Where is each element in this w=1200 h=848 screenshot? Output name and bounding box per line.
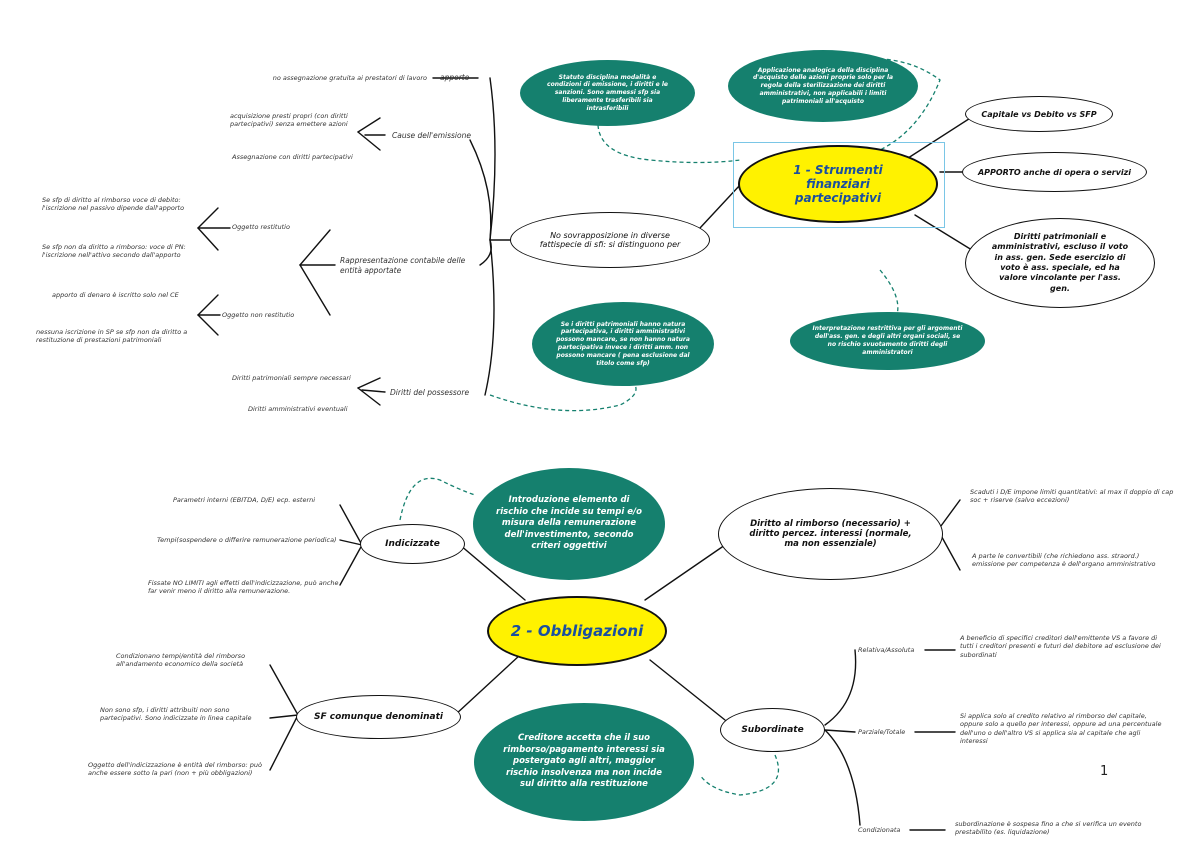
node-indicizzate[interactable]: Indicizzate: [360, 524, 465, 564]
leaf-non-sono: Non sono sfp, i diritti attribuiti non s…: [100, 706, 252, 723]
leaf-se-non-diritto: Se sfp non da diritto a rimborso: voce d…: [42, 243, 186, 260]
node-sf-comunque[interactable]: SF comunque denominati: [296, 695, 461, 739]
dashed-applicazione: [837, 57, 941, 151]
line-spine-apporto: [489, 77, 496, 241]
line-nonrest-b: [197, 314, 219, 336]
leaf-oggetto-indicizzazione: Oggetto dell'indicizzazione è entità del…: [88, 761, 263, 778]
line-rappr-b: [299, 264, 331, 316]
title-strumenti-finanziari[interactable]: 1 - Strumenti finanziari partecipativi: [738, 145, 938, 223]
line-restitutio-a: [197, 207, 219, 229]
node-subordinate[interactable]: Subordinate: [720, 708, 825, 752]
node-applicazione-analogica[interactable]: Applicazione analogica della disciplina …: [728, 50, 918, 122]
line-sub-spine2: [824, 729, 861, 826]
line-title2-sf: [454, 654, 521, 716]
dashed-statuto: [597, 124, 741, 164]
node-introduzione-rischio[interactable]: Introduzione elemento di rischio che inc…: [473, 468, 665, 580]
line-rappr-a: [299, 229, 331, 266]
leaf-relativa: A beneficio di specifici creditori dell'…: [960, 634, 1161, 659]
node-diritto-rimborso[interactable]: Diritto al rimborso (necessario) + dirit…: [718, 488, 943, 580]
branch-apporto: apporto: [440, 73, 470, 82]
dashed-introduzione: [399, 477, 476, 521]
leaf-tempi: Tempi(sospendere o differire remunerazio…: [157, 536, 337, 544]
branch-parziale-totale: Parziale/Totale: [858, 728, 906, 736]
leaf-assegnazione: Assegnazione con diritti partecipativi: [232, 153, 353, 161]
line-ind-b: [339, 539, 363, 546]
node-no-sovrapposizione[interactable]: No sovrapposizione in diverse fattispeci…: [510, 212, 710, 268]
leaf-nessuna-iscrizione: nessuna iscrizione in SP se sfp non da d…: [36, 328, 188, 345]
line-diritti-c: [361, 389, 386, 393]
line-cause-b: [357, 131, 381, 151]
line-restitutio-b: [197, 227, 219, 251]
leaf-a-parte: A parte le convertibili (che richiedono …: [972, 552, 1156, 569]
leaf-oggetto-non-restitutio: Oggetto non restitutio: [222, 311, 295, 319]
branch-diritti-possessore: Diritti del possessore: [390, 388, 470, 397]
line-spine-rappr: [479, 239, 492, 266]
leaf-scaduti: Scaduti i D/E impone limiti quantitativi…: [970, 488, 1174, 505]
leaf-fissate: Fissate NO LIMITI agli effetti dell'indi…: [148, 579, 339, 596]
title-strumenti-label: 1 - Strumenti finanziari partecipativi: [793, 163, 883, 205]
title-obbligazioni[interactable]: 2 - Obbligazioni: [487, 596, 667, 666]
node-apporto-opera[interactable]: APPORTO anche di opera o servizi: [962, 152, 1147, 192]
line-cause-a: [357, 117, 381, 133]
line-title2-subordinate: [649, 659, 726, 721]
line-spine-diritti: [484, 239, 495, 396]
line-sub-spine: [824, 649, 857, 726]
line-title2-indicizzate: [459, 544, 526, 601]
line-sf-c: [269, 714, 299, 771]
line-diritti-b: [357, 387, 381, 406]
line-dir-a: [937, 499, 961, 531]
leaf-oggetto-restitutio: Oggetto restitutio: [232, 223, 290, 231]
leaf-parziale: Si applica solo al credito relativo al r…: [960, 712, 1162, 746]
node-capitale-debito[interactable]: Capitale vs Debito vs SFP: [965, 96, 1113, 132]
leaf-parametri: Parametri interni (EBITDA, D/E) ecp. est…: [173, 496, 316, 504]
branch-relativa-assoluta: Relativa/Assoluta: [858, 646, 915, 654]
dashed-se-diritti: [489, 384, 637, 412]
leaf-se-sfp-debito: Se sfp di diritto al rimborso voce di de…: [42, 196, 185, 213]
leaf-apporto-denaro: apporto di denaro è iscritto solo nel CE: [52, 291, 179, 299]
leaf-no-assegnazione: no assegnazione gratuita ai prestatori d…: [272, 74, 427, 82]
line-sf-a: [269, 664, 299, 716]
node-se-diritti-patrimoniali[interactable]: Se i diritti patrimoniali hanno natura p…: [532, 302, 714, 386]
line-spine-cause: [469, 139, 492, 241]
line-ind-a: [339, 504, 363, 546]
node-statuto[interactable]: Statuto disciplina modalità e condizioni…: [520, 60, 695, 126]
branch-rappresentazione: Rappresentazione contabile delle entità …: [340, 256, 466, 275]
page-number: 1: [1100, 764, 1109, 779]
line-sf-b: [269, 714, 299, 719]
branch-cause-emissione: Cause dell'emissione: [392, 131, 471, 140]
leaf-condizionano: Condizionano tempi/entità del rimborso a…: [116, 652, 246, 669]
leaf-acquisizione: acquisizione presti propri (con diritti …: [230, 112, 348, 129]
node-interpretazione-restrittiva[interactable]: Interpretazione restrittiva per gli argo…: [790, 312, 985, 370]
node-creditore-accetta[interactable]: Creditore accetta che il suo rimborso/pa…: [474, 703, 694, 821]
branch-condizionata: Condizionata: [858, 826, 901, 834]
line-nonrest-a: [197, 294, 219, 316]
line-diritti-a: [357, 377, 381, 389]
leaf-condizionata: subordinazione è sospesa fino a che si v…: [955, 820, 1142, 837]
leaf-diritti-amministrativi: Diritti amministrativi eventuali: [248, 405, 348, 413]
leaf-diritti-patrimoniali: Diritti patrimoniali sempre necessari: [232, 374, 351, 382]
node-diritti-patrimoniali[interactable]: Diritti patrimoniali e amministrativi, e…: [965, 218, 1155, 308]
dashed-creditore: [699, 754, 780, 796]
line-center-capitale: [904, 114, 976, 161]
line-ind-c: [339, 544, 363, 586]
line-title2-diritto: [644, 544, 726, 601]
selection-box: [733, 142, 945, 228]
line-sub-parziale: [824, 729, 856, 733]
